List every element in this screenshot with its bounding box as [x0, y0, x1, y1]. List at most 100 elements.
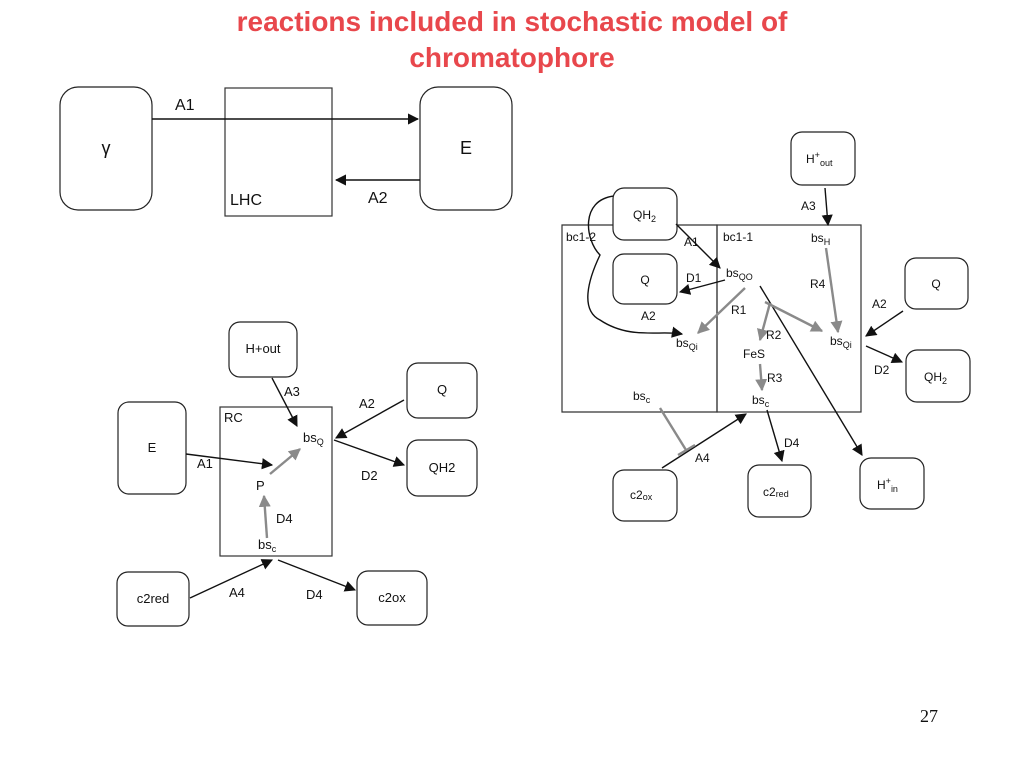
- bc1-hout-node: H+out: [790, 131, 856, 186]
- rc-label: RC: [224, 410, 243, 425]
- bc1-c2ox-node: c2ox: [612, 469, 678, 522]
- bc1-c2red-node-box: [747, 464, 812, 518]
- bc1-r1-label: R1: [731, 303, 747, 317]
- bc1-qh2-node-box: [612, 187, 678, 241]
- bc1-r1-arrow: [697, 287, 746, 334]
- qh2-node-label: QH2: [429, 460, 456, 475]
- rc-p-to-bsq-arrow: [269, 448, 301, 475]
- page-number: 27: [920, 706, 938, 726]
- rc-d2-arrow: [333, 439, 406, 467]
- bc1-qh2-node: QH2: [612, 187, 678, 241]
- bc1-d1-arrow: [678, 279, 726, 295]
- bc1-bsc-left: bsc: [633, 389, 651, 405]
- rc-box: [219, 406, 333, 557]
- c2red-node: c2red: [116, 571, 190, 627]
- bc1-qh2-right-node: QH2: [905, 349, 971, 403]
- rc-a1-label: A1: [197, 456, 213, 471]
- c2red-node-box: [116, 571, 190, 627]
- bc1-a1-arrow: [675, 223, 721, 269]
- slide-title: reactions included in stochastic model o…: [120, 4, 904, 76]
- lhc-diagram: LHC γ E A1 A2: [59, 86, 513, 217]
- q-node: Q: [406, 362, 478, 419]
- bc1-qh2-right-node-label: QH2: [924, 370, 947, 386]
- bc1-r3-arrow: [755, 363, 768, 392]
- bc1-q-right-node: Q: [904, 257, 969, 310]
- e-node-box: [419, 86, 513, 211]
- qh2-node-box: [406, 439, 478, 497]
- bc1-q-right-node-box: [904, 257, 969, 310]
- bc1-a3-arrow: [821, 187, 833, 227]
- bc1-q-left-node-label: Q: [640, 273, 649, 287]
- bc1-c2ox-node-box: [612, 469, 678, 522]
- bc1-bsh: bsH: [811, 231, 830, 247]
- bc1-hin-node-label: H+in: [877, 476, 898, 494]
- bc1-hin-node-box: [859, 457, 925, 510]
- e-node-label: E: [460, 138, 472, 158]
- bc1-r3-label: R3: [767, 371, 783, 385]
- hout-node: H+out: [228, 321, 298, 378]
- edge-a2-label: A2: [368, 190, 388, 207]
- bc1-d4-arrow: [766, 409, 785, 463]
- bc1-inhibit-bar: [677, 443, 696, 457]
- e-node: E: [419, 86, 513, 211]
- bc1-d2-arrow: [865, 345, 904, 364]
- bc1-q-left-node: Q: [612, 253, 678, 305]
- c2ox-node-box: [356, 570, 428, 626]
- rc-d4-inner-label: D4: [276, 511, 293, 526]
- rc-a3-arrow: [271, 377, 298, 427]
- q-node-label: Q: [437, 382, 447, 397]
- bc1-q-right-node-label: Q: [931, 277, 940, 291]
- bc1-h-in-arrow: [759, 285, 863, 456]
- edge-a1-label: A1: [175, 97, 195, 114]
- bc1-inhibit-line: [658, 407, 688, 451]
- bc1-c2red-node: c2red: [747, 464, 812, 518]
- bc1-qh2-right-node-box: [905, 349, 971, 403]
- rc-a1-arrow: [185, 453, 274, 470]
- bc1-r2-arrow: [757, 302, 772, 342]
- rc-a2-arrow: [335, 399, 405, 439]
- bc1-diagram: bc1-2 bc1-1 QH2 Q H+out Q: [561, 131, 971, 522]
- bc1-r4-label: R4: [810, 277, 826, 291]
- gamma-node-label: γ: [102, 138, 111, 158]
- bc1-2-box: [561, 224, 718, 413]
- bc1-hin-node: H+in: [859, 457, 925, 510]
- bc1-d1-label: D1: [686, 271, 702, 285]
- bc1-bsqo: bsQO: [726, 266, 753, 282]
- title-line-2: chromatophore: [409, 42, 615, 73]
- bc1-bsc-inner: bsc: [752, 393, 770, 409]
- bc1-a2-right-label: A2: [872, 297, 887, 311]
- bc1-a4-label: A4: [695, 451, 710, 465]
- q-node-box: [406, 362, 478, 419]
- bc1-1-box: [716, 224, 862, 413]
- bc1-c2ox-node-label: c2ox: [630, 488, 653, 502]
- bc1-r2-label: R2: [766, 328, 782, 342]
- rc-p: P: [256, 478, 265, 493]
- bc1-hout-node-box: [790, 131, 856, 186]
- c2ox-node-label: c2ox: [378, 590, 406, 605]
- bc1-d2-label: D2: [874, 363, 890, 377]
- hout-node-label: H+out: [245, 341, 280, 356]
- title-line-1: reactions included in stochastic model o…: [236, 6, 788, 37]
- bc1-bsqi-right: bsQi: [830, 334, 852, 350]
- rc-a3-label: A3: [284, 384, 300, 399]
- lhc-box: [224, 87, 333, 217]
- rc-d2-label: D2: [361, 468, 378, 483]
- c2red-node-label: c2red: [137, 591, 170, 606]
- rc-bsq: bsQ: [303, 430, 324, 447]
- bc1-d4-label: D4: [784, 436, 800, 450]
- bc1-fes: FeS: [743, 347, 765, 361]
- bc1-q-left-node-box: [612, 253, 678, 305]
- rc-a2-label: A2: [359, 396, 375, 411]
- bc1-a2-right-arrow: [865, 310, 904, 337]
- bc1-bsqo-to-bsqi-arrow: [764, 300, 824, 333]
- e-node-rc-label: E: [148, 440, 157, 455]
- c2ox-node: c2ox: [356, 570, 428, 626]
- bc1-c2red-node-label: c2red: [763, 485, 789, 499]
- rc-bsc: bsc: [258, 537, 277, 554]
- bc1-1-label: bc1-1: [723, 230, 753, 244]
- qh2-node: QH2: [406, 439, 478, 497]
- rc-diagram: RC H+out Q E QH2 c2red: [116, 321, 478, 627]
- bc1-a1-label: A1: [684, 235, 699, 249]
